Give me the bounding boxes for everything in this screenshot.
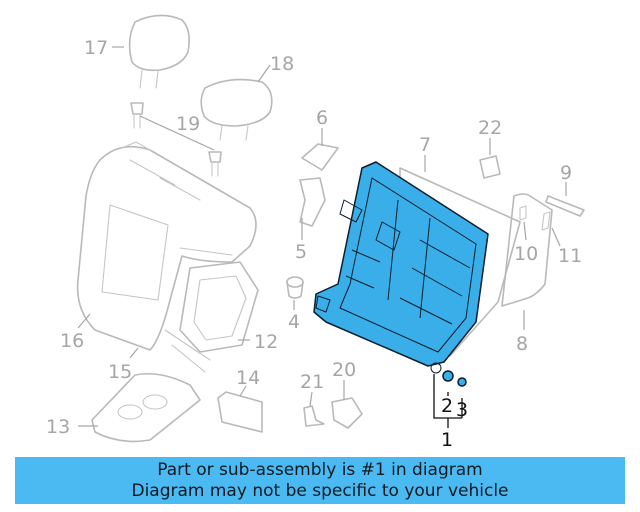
callout-5: 5 <box>295 241 307 263</box>
leader-15 <box>129 347 139 359</box>
leader-19 <box>139 115 215 151</box>
info-banner: Part or sub-assembly is #1 in diagram Di… <box>15 457 625 504</box>
part-13-armrest <box>91 372 201 443</box>
callout-14: 14 <box>236 367 260 389</box>
part-9-strip <box>545 195 585 217</box>
leader-11 <box>551 227 561 247</box>
part-14-pad <box>217 391 263 433</box>
part-18-headrest <box>200 78 273 141</box>
callout-7: 7 <box>419 134 431 156</box>
part-4-bushing <box>286 276 304 299</box>
part-6-bracket <box>301 143 339 171</box>
part-17-headrest <box>128 14 190 89</box>
part-5-latch <box>299 177 326 227</box>
callout-16: 16 <box>60 330 84 352</box>
callout-18: 18 <box>270 53 294 75</box>
callout-20: 20 <box>332 359 356 381</box>
callout-8: 8 <box>516 333 528 355</box>
callout-15: 15 <box>108 361 132 383</box>
callout-12: 12 <box>254 331 278 353</box>
callout-10: 10 <box>514 243 538 265</box>
callout-9: 9 <box>560 162 572 184</box>
callout-22: 22 <box>478 117 502 139</box>
part-2-bolt <box>442 370 454 382</box>
part-21-clip <box>303 405 325 427</box>
callout-19: 19 <box>176 113 200 135</box>
part-1-backrest-frame <box>313 161 489 374</box>
callout-21: 21 <box>300 371 324 393</box>
callout-6: 6 <box>316 107 328 129</box>
part-12-seat-frame <box>164 261 259 373</box>
callout-3: 3 <box>456 399 468 421</box>
leader-18 <box>257 64 271 83</box>
part-22-clip <box>479 155 501 179</box>
banner-line-1: Part or sub-assembly is #1 in diagram <box>157 460 483 480</box>
callout-4: 4 <box>288 311 300 333</box>
parts-diagram: 17 18 19 6 5 4 7 22 9 10 11 8 12 15 16 1… <box>46 14 585 451</box>
leader-21 <box>309 391 313 407</box>
callout-17: 17 <box>84 37 108 59</box>
leader-1 <box>433 374 463 428</box>
leader-10 <box>523 221 527 241</box>
part-8-rear-panel <box>501 193 553 307</box>
callout-13: 13 <box>46 416 70 438</box>
leader-16 <box>77 313 91 329</box>
part-16-backrest-cushion <box>76 141 257 351</box>
callout-11: 11 <box>558 245 582 267</box>
part-20-bracket <box>331 397 363 429</box>
callout-2: 2 <box>441 395 453 417</box>
part-3-nut <box>457 377 467 387</box>
banner-line-2: Diagram may not be specific to your vehi… <box>131 481 509 501</box>
callout-1: 1 <box>441 429 453 451</box>
leader-14 <box>239 385 247 397</box>
